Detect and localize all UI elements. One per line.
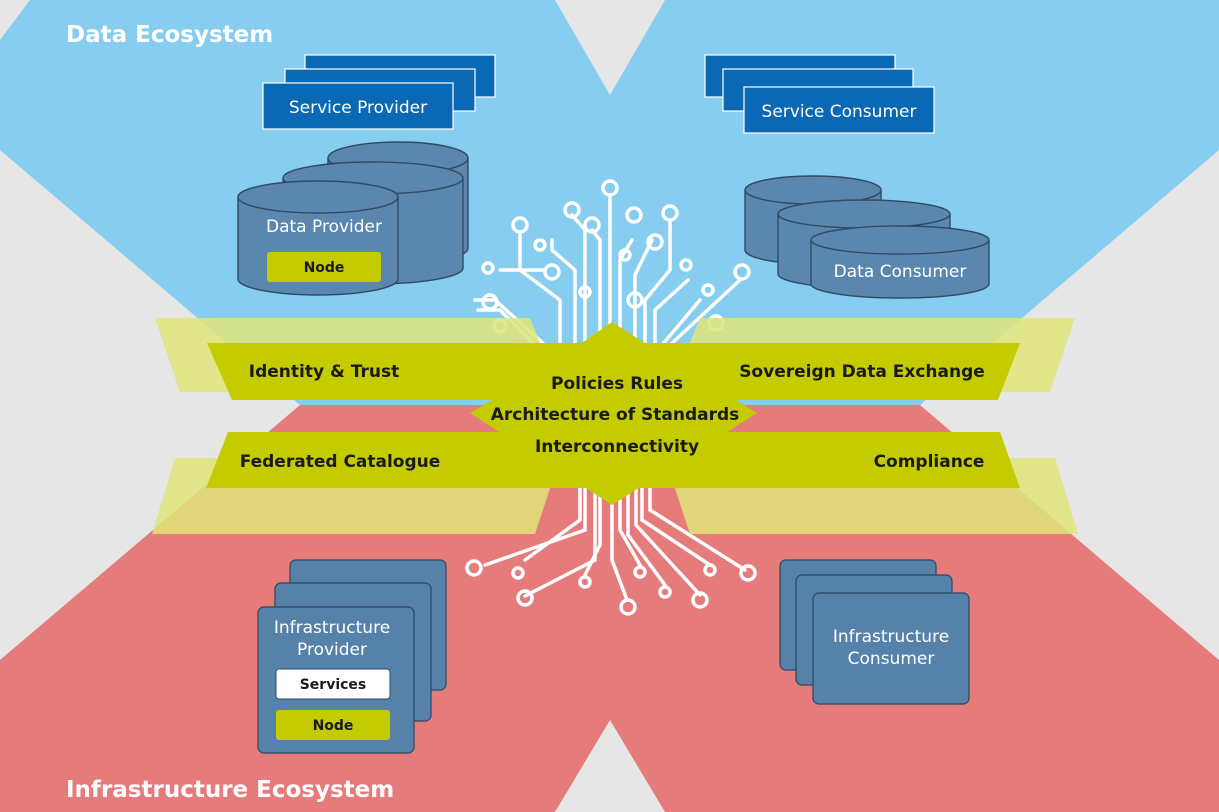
service-provider-stack: Service Provider: [262, 54, 496, 130]
infrastructure-provider-label-line2: Provider: [297, 640, 367, 660]
data-consumer-label: Data Consumer: [834, 262, 967, 282]
left-x-gap: [0, 150, 300, 660]
service-provider-label: Service Provider: [289, 98, 427, 118]
data-ecosystem-title: Data Ecosystem: [66, 22, 273, 48]
infrastructure-provider-label-line1: Infrastructure: [274, 618, 390, 638]
identity-trust-label: Identity & Trust: [249, 362, 399, 382]
data-provider-label: Data Provider: [266, 217, 382, 237]
infrastructure-node-badge: [276, 710, 390, 740]
center-diamond: [470, 322, 757, 505]
infrastructure-consumer-label-line1: Infrastructure: [833, 627, 949, 647]
infrastructure-ecosystem-title: Infrastructure Ecosystem: [66, 777, 394, 803]
sovereign-data-exchange-label: Sovereign Data Exchange: [739, 362, 985, 382]
infrastructure-provider-stack: Infrastructure Provider Services Node: [257, 559, 447, 754]
circuit-tree-upper: [473, 179, 751, 347]
services-badge: [275, 668, 391, 700]
interconnectivity-label: Interconnectivity: [535, 437, 699, 457]
federated-catalogue-label: Federated Catalogue: [240, 452, 441, 472]
right-x-gap: [920, 150, 1219, 660]
data-provider-cylinders: Data Provider Node: [237, 141, 469, 296]
data-consumer-cylinders: Data Consumer: [744, 175, 990, 299]
data-provider-node-label: Node: [304, 260, 345, 276]
infrastructure-consumer-stack: Infrastructure Consumer: [779, 559, 970, 705]
data-provider-node-badge: [267, 252, 381, 282]
services-label: Services: [300, 677, 367, 693]
federation-services-band: [206, 322, 1020, 505]
architecture-of-standards-label: Architecture of Standards: [491, 405, 740, 425]
policies-rules-label: Policies Rules: [551, 374, 683, 394]
infrastructure-consumer-label-line2: Consumer: [848, 649, 935, 669]
service-consumer-label: Service Consumer: [762, 102, 917, 122]
infrastructure-node-label: Node: [313, 718, 354, 734]
compliance-label: Compliance: [874, 452, 985, 472]
service-consumer-stack: Service Consumer: [704, 54, 935, 134]
